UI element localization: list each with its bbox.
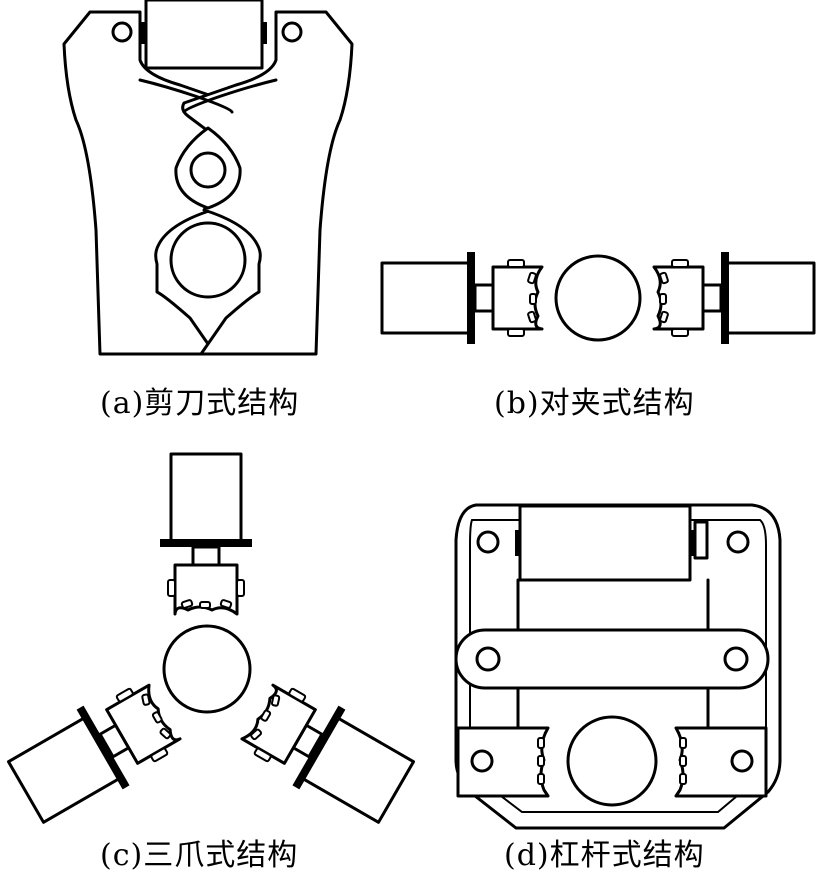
lever-link-left-pin	[475, 646, 501, 672]
caption-opposed-clamp: (b)对夹式结构	[494, 386, 695, 421]
scissor-cylinder	[144, 0, 264, 70]
three-jaw-right-unit	[232, 670, 421, 834]
lever-workpiece	[566, 715, 658, 807]
scissor-pivot-pin	[189, 151, 227, 189]
opposed-clamp-diagram	[380, 250, 816, 346]
lever-cylinder	[518, 504, 692, 582]
lever-link-right-pin	[723, 646, 749, 672]
three-jaw-diagram	[1, 452, 421, 834]
lever-gripper-diagram	[454, 503, 782, 830]
three-jaw-left-unit	[1, 670, 190, 834]
scissor-right-ear-pin	[281, 21, 303, 43]
scissor-gripper-diagram	[62, 0, 354, 356]
caption-lever: (d)杠杆式结构	[504, 838, 705, 873]
clamp-left-jaw-unit	[380, 250, 544, 346]
caption-three-jaw: (c)三爪式结构	[100, 838, 299, 873]
lever-left-ear-pin	[476, 530, 500, 554]
clamp-right-jaw-unit	[652, 250, 816, 346]
scissor-cross-link	[182, 78, 278, 114]
three-jaw-top-unit	[158, 452, 254, 616]
three-jaw-workpiece	[162, 624, 252, 714]
scissor-cross-link	[138, 78, 234, 114]
scissor-left-ear-pin	[111, 21, 133, 43]
caption-scissor: (a)剪刀式结构	[100, 386, 300, 421]
clamp-workpiece	[554, 254, 642, 342]
lever-right-ear-pin	[726, 530, 750, 554]
lever-link-bar	[454, 628, 770, 690]
scissor-workpiece	[169, 221, 247, 299]
